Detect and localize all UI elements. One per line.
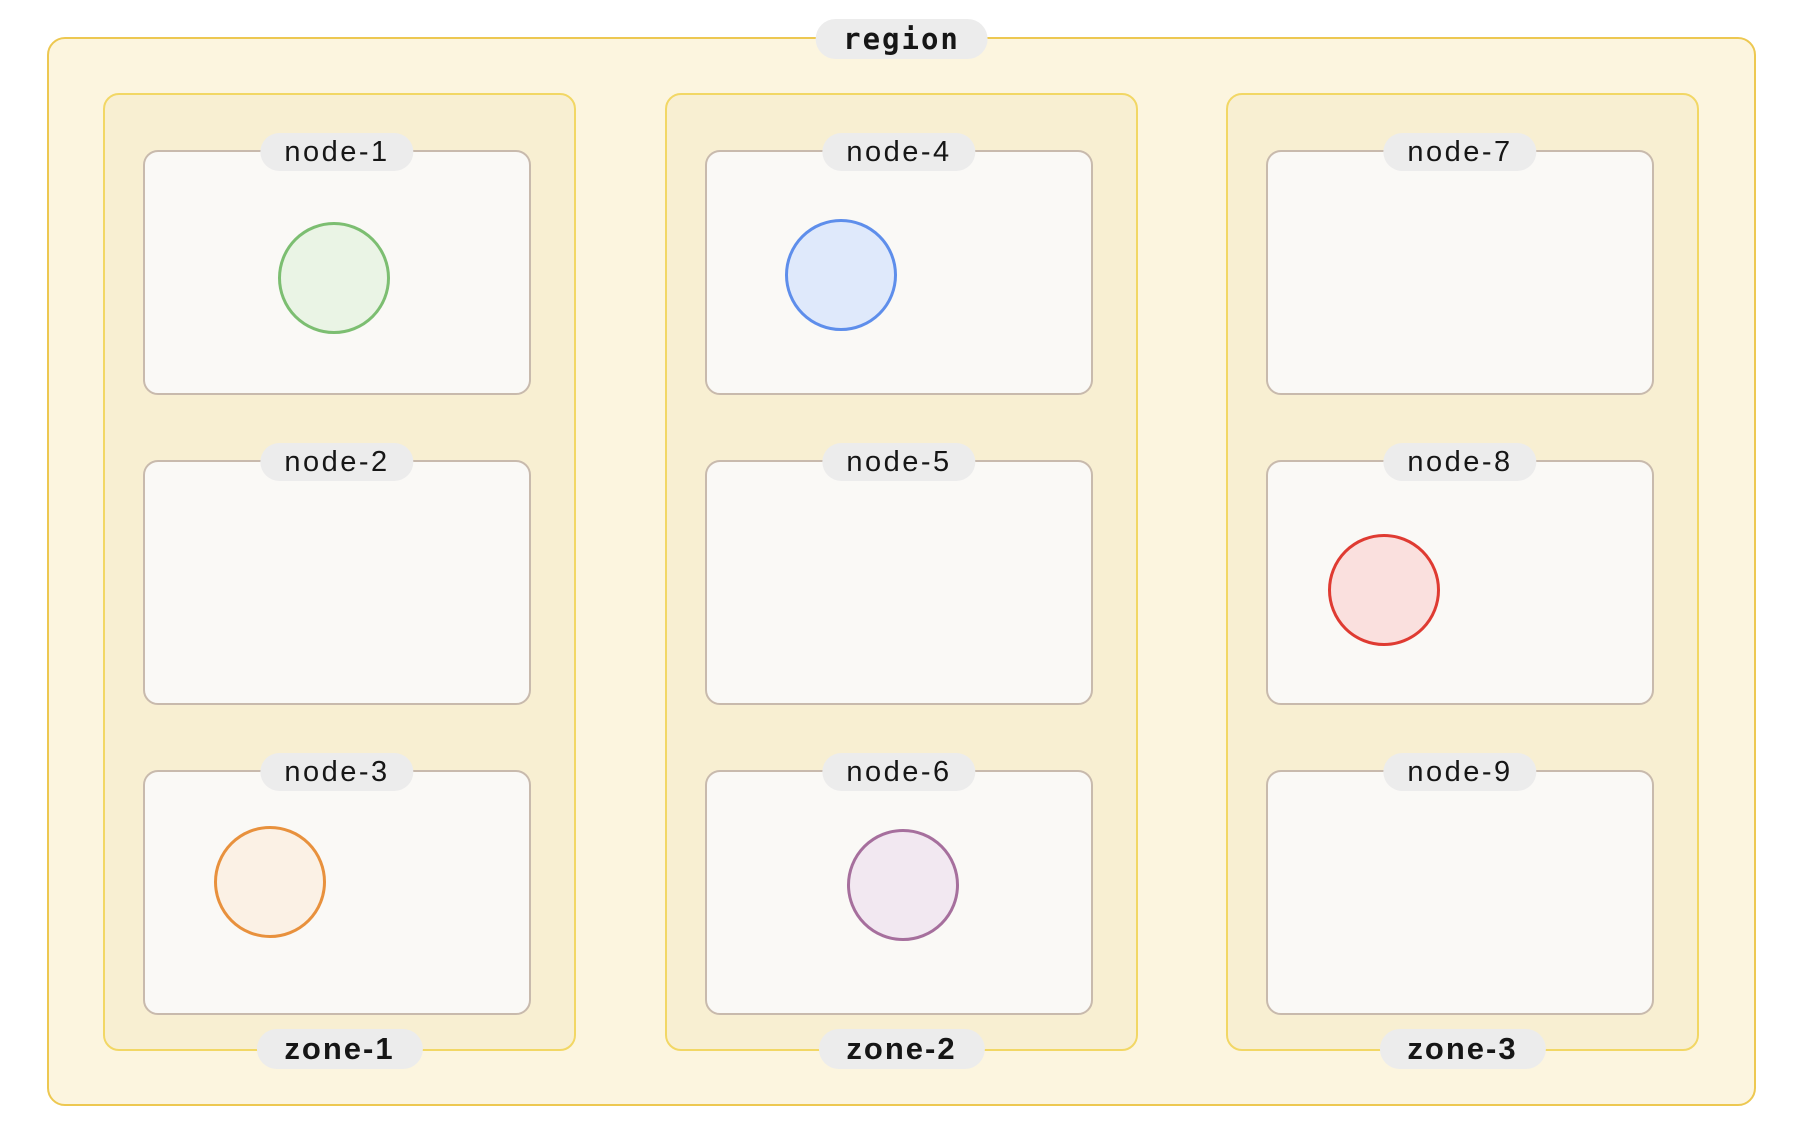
node-6-box: node-6 [705,753,1093,1015]
node-8-box: node-8 [1266,443,1654,705]
zone-3-container: node-7 node-8 node-9 zone-3 [1226,93,1699,1069]
node-6-label: node-6 [822,753,976,791]
node-4-box: node-4 [705,133,1093,395]
node-4-label: node-4 [822,133,976,171]
node-7-box: node-7 [1266,133,1654,395]
node-6-pod-circle [847,829,959,941]
zone-2-label: zone-2 [818,1029,985,1069]
zone-1-label: zone-1 [256,1029,423,1069]
node-1-label: node-1 [260,133,414,171]
node-4-pod-circle [785,219,897,331]
node-9-box: node-9 [1266,753,1654,1015]
node-8-label: node-8 [1383,443,1537,481]
node-5-box: node-5 [705,443,1093,705]
node-8-pod-circle [1328,534,1440,646]
node-2-box: node-2 [143,443,531,705]
node-1-pod-circle [278,222,390,334]
zone-3-label: zone-3 [1379,1029,1546,1069]
zone-1-container: node-1 node-2 node-3 zone-1 [103,93,576,1069]
node-2-label: node-2 [260,443,414,481]
node-3-box: node-3 [143,753,531,1015]
zone-2-container: node-4 node-5 node-6 zone-2 [665,93,1138,1069]
node-7-label: node-7 [1383,133,1537,171]
node-1-box: node-1 [143,133,531,395]
node-3-label: node-3 [260,753,414,791]
region-label: region [815,19,988,59]
node-9-label: node-9 [1383,753,1537,791]
node-5-label: node-5 [822,443,976,481]
node-3-pod-circle [214,826,326,938]
